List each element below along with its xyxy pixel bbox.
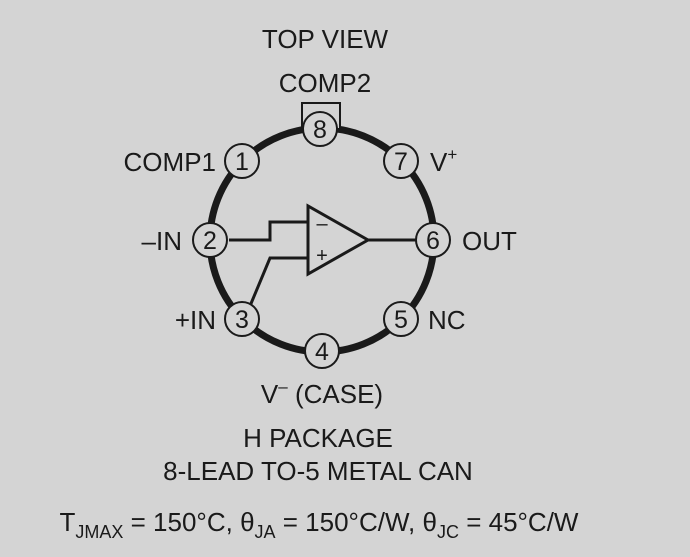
pin-8-number: 8 xyxy=(313,116,327,144)
pin-7-label: V+ xyxy=(430,145,457,177)
pin-6-number: 6 xyxy=(426,227,440,255)
title: TOP VIEW xyxy=(262,24,389,54)
pin-8-circle xyxy=(302,111,338,147)
pin-1-circle xyxy=(224,143,260,179)
pin-4-label: V– (CASE) xyxy=(261,377,383,409)
pin-4-number: 4 xyxy=(315,338,329,366)
wiring xyxy=(229,220,416,307)
pin-8: 8 xyxy=(302,111,338,147)
thermal-specs: TJMAX = 150°C, θJA = 150°C/W, θJC = 45°C… xyxy=(60,507,579,542)
pin-3-circle xyxy=(224,301,260,337)
pin-1-number: 1 xyxy=(235,148,249,176)
pin-2-label: –IN xyxy=(142,226,182,256)
pin-1: 1 xyxy=(224,143,260,179)
pin-7-circle xyxy=(383,143,419,179)
pin-5: 5 xyxy=(383,301,419,337)
pin-1-label: COMP1 xyxy=(124,147,216,177)
pin-2-number: 2 xyxy=(203,227,217,255)
pin-4-circle xyxy=(304,333,340,369)
plus-input-wire xyxy=(248,256,310,307)
pin-6: 6 xyxy=(415,222,451,258)
opamp-minus-sign: – xyxy=(316,213,328,235)
pin-5-number: 5 xyxy=(394,306,408,334)
pin-5-circle xyxy=(383,301,419,337)
pin-6-label: OUT xyxy=(462,226,517,256)
pin-5-label: NC xyxy=(428,305,466,335)
pin-3-label: +IN xyxy=(175,305,216,335)
package-name: H PACKAGE xyxy=(243,423,393,453)
pin-4: 4 xyxy=(304,333,340,369)
pin-7-number: 7 xyxy=(394,148,408,176)
pin-6-circle xyxy=(415,222,451,258)
pin-2-circle xyxy=(192,222,228,258)
opamp-plus-sign: + xyxy=(316,245,328,267)
pin-7: 7 xyxy=(383,143,419,179)
pin-2: 2 xyxy=(192,222,228,258)
pin-3-number: 3 xyxy=(235,306,249,334)
package-description: 8-LEAD TO-5 METAL CAN xyxy=(163,456,473,486)
minus-input-wire xyxy=(229,220,310,242)
pin-3: 3 xyxy=(224,301,260,337)
pin-8-label: COMP2 xyxy=(279,68,371,98)
opamp-triangle xyxy=(306,203,372,277)
